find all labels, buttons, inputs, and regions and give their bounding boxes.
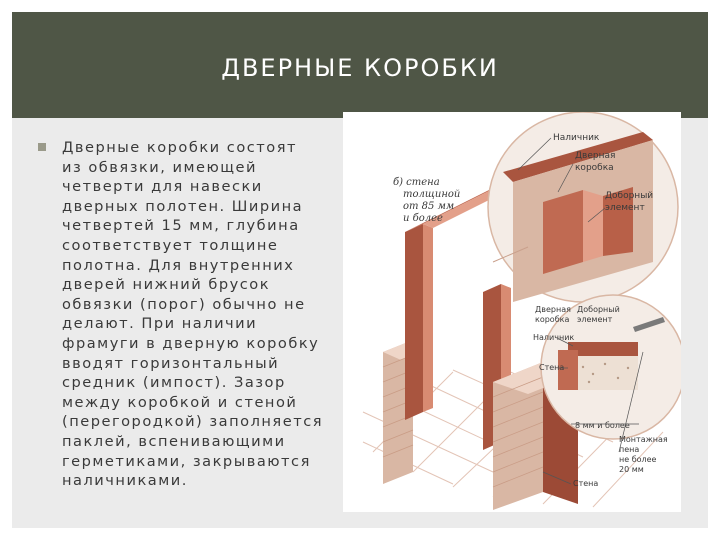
body-line: паклей, вспенивающими [62, 432, 286, 450]
label-stena-bottom: Стена [573, 479, 598, 488]
label-dobornyi-top-2: элемент [605, 203, 645, 213]
body-line: между коробкой и стеной [62, 393, 298, 411]
slide-title: ДВЕРНЫЕ КОРОБКИ [221, 54, 499, 82]
door-frame-illustration: б) стена толщиной от 85 мм и более Налич… [343, 111, 686, 512]
label-dobornyi-top-1: Доборный [605, 191, 653, 201]
body-line: вводят горизонтальный [62, 354, 280, 372]
door-frame-diagram: б) стена толщиной от 85 мм и более Налич… [362, 111, 686, 510]
label-gap-2: пена [619, 445, 639, 454]
label-dvernaya-2: коробка [535, 315, 569, 324]
label-b2: толщиной [403, 189, 460, 200]
title-bar [12, 12, 708, 118]
label-b4: и более [403, 213, 443, 224]
body-line: из обвязки, имеющей [62, 158, 257, 176]
label-nalichnik-top: Наличник [553, 133, 600, 143]
body-line: дверей нижний брусок [62, 276, 271, 294]
label-gap-1: Монтажная [619, 435, 668, 444]
label-dobornyi-1: Доборный [577, 305, 620, 314]
label-korobka-top-2: коробка [575, 163, 614, 173]
body-line: четвертей 15 мм, глубина [62, 217, 300, 235]
label-width: 8 мм и более [575, 421, 630, 430]
body-line: средник (импост). Зазор [62, 374, 286, 392]
label-nalichnik: Наличник [533, 333, 574, 342]
connector-line [492, 246, 529, 263]
top-detail-circle [487, 111, 679, 303]
body-line: соответствует толщине [62, 236, 279, 254]
label-stena: Стена [539, 363, 564, 372]
body-line: герметиками, закрываются [62, 452, 311, 470]
label-gap-3: не более [619, 455, 657, 464]
body-line: (перегородкой) заполняется [62, 413, 323, 431]
label-b3: от 85 мм [403, 201, 454, 212]
body-line: полотна. Для внутренних [62, 256, 295, 274]
body-line: обвязки (порог) обычно не [62, 295, 306, 313]
body-line: четверти для навески [62, 178, 263, 196]
bullet-square-icon [38, 143, 46, 151]
body-line: наличниками. [62, 472, 188, 490]
pointer-lines [517, 137, 644, 485]
label-dobornyi-2: элемент [577, 315, 613, 324]
body-line: фрамуги в дверную коробку [62, 334, 320, 352]
body-line: Дверные коробки состоят [62, 139, 297, 156]
bottom-detail-circle [540, 294, 686, 440]
label-gap-4: 20 мм [619, 465, 644, 474]
body-line: делают. При наличии [62, 315, 258, 333]
body-line: дверных полотен. Ширина [62, 197, 304, 215]
label-b: б) стена [393, 177, 440, 188]
label-korobka-top-1: Дверная [575, 151, 615, 161]
label-dvernaya-1: Дверная [535, 305, 571, 314]
body-text: Дверные коробки состоят из обвязки, имею… [36, 138, 362, 491]
